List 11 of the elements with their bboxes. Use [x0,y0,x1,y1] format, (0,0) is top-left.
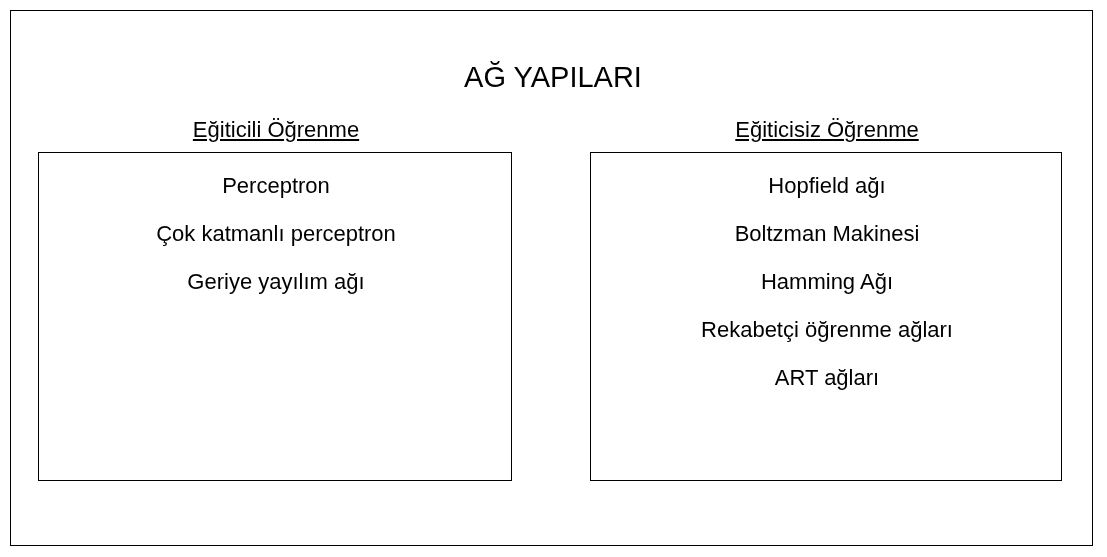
network-type: Çok katmanlı perceptron [156,221,396,247]
network-type: Geriye yayılım ağı [187,269,365,295]
diagram-title: AĞ YAPILARI [464,60,642,94]
network-type: Hamming Ağı [760,269,894,295]
network-type: Rekabetçi öğrenme ağları [701,317,953,343]
group-heading: Eğiticisiz Öğrenme [735,117,919,143]
network-type: Hopfield ağı [768,173,886,199]
network-type: Boltzman Makinesi [734,221,920,247]
network-type: Perceptron [222,173,330,199]
network-type: ART ağları [774,365,880,391]
group-heading: Eğiticili Öğrenme [192,117,360,143]
